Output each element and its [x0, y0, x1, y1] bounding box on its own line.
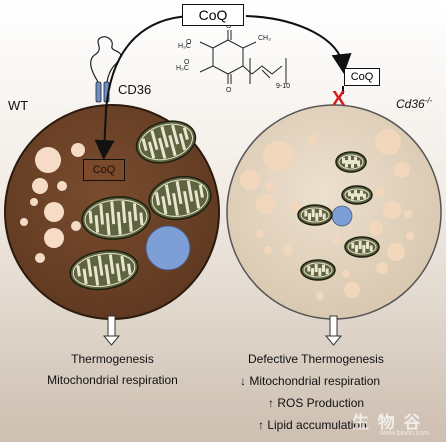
- mitochondrion: [69, 249, 139, 291]
- coq-internalized-box: CoQ: [83, 159, 125, 181]
- knockout-label: Cd36-/-: [396, 96, 432, 111]
- knockout-mitochondria: [297, 151, 380, 281]
- knockout-gene-name: Cd36: [396, 97, 425, 111]
- mitochondrion: [341, 185, 373, 205]
- wt-label: WT: [8, 98, 29, 113]
- wt-outcome-thermogenesis: Thermogenesis: [71, 352, 154, 366]
- coq-uptake-arrow: [94, 15, 191, 160]
- mitochondrion: [135, 120, 197, 164]
- wt-mitochondria: [69, 120, 212, 291]
- svg-text:H₃C: H₃C: [178, 43, 191, 50]
- coq-blocked-arrow: [245, 15, 352, 74]
- mitochondrion: [335, 151, 367, 173]
- mitochondrion: [297, 204, 333, 226]
- mitochondrion: [81, 196, 151, 240]
- svg-text:CH₃: CH₃: [258, 35, 271, 42]
- svg-text:O: O: [184, 59, 190, 66]
- coq-molecule-structure: [199, 30, 287, 84]
- mitochondrion: [344, 236, 380, 258]
- svg-text:O: O: [226, 87, 232, 94]
- svg-text:O: O: [186, 39, 192, 46]
- svg-text:H₃C: H₃C: [176, 65, 189, 72]
- wt-nucleus: [145, 225, 191, 271]
- knockout-outcome-lipid-text: Lipid accumulation: [267, 418, 367, 432]
- chain-repeat-label: 9-10: [276, 83, 291, 90]
- blocked-mark: X: [332, 88, 346, 110]
- knockout-outcome-ros-text: ROS Production: [277, 396, 365, 410]
- knockout-outcome-lipid: ↑ Lipid accumulation: [258, 418, 367, 432]
- svg-text:O: O: [226, 23, 232, 30]
- knockout-superscript: -/-: [424, 96, 433, 105]
- wt-outcome-respiration: Mitochondrial respiration: [47, 373, 178, 387]
- coq-blocked-box: CoQ: [344, 68, 380, 86]
- knockout-outcome-ros: ↑ ROS Production: [268, 396, 364, 410]
- coq-molecule-text: O H₃C O H₃C O O CH₃: [176, 23, 271, 94]
- knockout-output-arrow: [324, 315, 343, 346]
- watermark-url: www.bioon.com: [380, 430, 430, 437]
- arrow-up-icon: ↑: [258, 418, 264, 432]
- knockout-outcome-title: Defective Thermogenesis: [248, 352, 384, 366]
- wt-lipid-droplets: [20, 143, 85, 263]
- knockout-outcome-respiration: ↓ Mitochondrial respiration: [240, 374, 380, 388]
- knockout-outcome-respiration-text: Mitochondrial respiration: [249, 374, 381, 388]
- mitochondrion: [148, 175, 212, 221]
- coq-source-box: CoQ: [182, 4, 244, 26]
- arrow-up-icon: ↑: [268, 396, 274, 410]
- arrow-down-icon: ↓: [240, 374, 246, 388]
- wt-output-arrow: [102, 315, 121, 346]
- cd36-label: CD36: [118, 82, 152, 97]
- mitochondrion: [300, 259, 336, 281]
- knockout-nucleus: [331, 205, 353, 227]
- watermark-logo: 生 物 谷: [352, 413, 423, 432]
